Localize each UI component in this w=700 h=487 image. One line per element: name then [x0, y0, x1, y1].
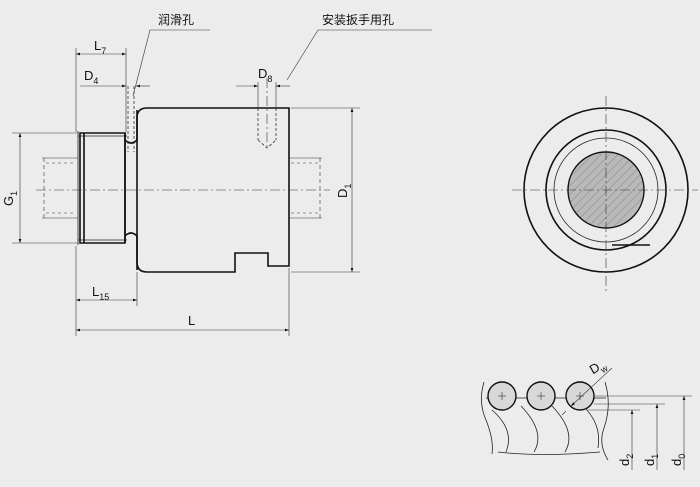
- break-line-right: [601, 381, 609, 461]
- wrench-hole-hidden: [257, 108, 277, 149]
- side-view: [36, 78, 330, 273]
- thread-helix: [491, 405, 601, 455]
- front-view: [512, 96, 698, 292]
- label-d0: d0: [669, 454, 687, 466]
- screw-shaft-left: [42, 157, 78, 219]
- threaded-section: [77, 131, 127, 245]
- label-L7: L7: [94, 38, 106, 56]
- wrench-leader: [286, 29, 432, 81]
- label-D8: D8: [258, 66, 272, 84]
- label-d2: d2: [617, 454, 635, 466]
- label-lubrication-hole: 润滑孔: [158, 13, 194, 27]
- label-d1: d1: [642, 454, 660, 466]
- nut-body: [136, 107, 290, 273]
- label-L15: L15: [92, 284, 109, 302]
- label-wrench-hole: 安装扳手用孔: [322, 12, 394, 27]
- label-Dw: Dw: [587, 356, 610, 380]
- label-D4: D4: [84, 68, 98, 86]
- dimensions-side-view: [12, 29, 432, 336]
- screw-shaft-right: [289, 157, 322, 219]
- break-line-left: [481, 381, 493, 455]
- ball-detail: [481, 367, 692, 470]
- label-D1: D1: [335, 184, 353, 198]
- dw-leader: [570, 367, 613, 407]
- label-G1: G1: [1, 191, 19, 206]
- label-L: L: [188, 313, 195, 328]
- lube-leader: [132, 29, 210, 97]
